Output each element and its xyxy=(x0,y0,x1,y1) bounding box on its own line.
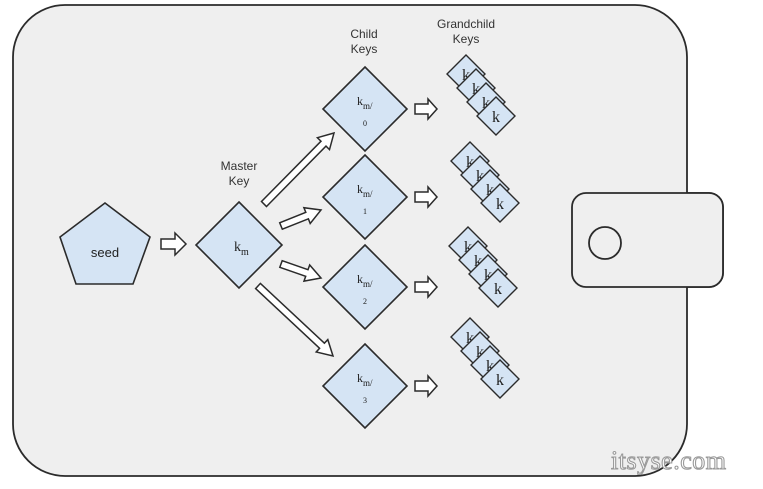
grandchild-arrow-0 xyxy=(414,97,439,121)
grandchild-arrow-2 xyxy=(414,275,439,299)
child-keys-heading-line1: Child xyxy=(350,27,377,41)
child-key-label-0: km/ xyxy=(357,94,373,111)
grandchild-key-1-3: k xyxy=(480,183,520,223)
grandchild-key-label: k xyxy=(464,239,472,256)
branch-arrow-1 xyxy=(278,206,323,231)
grandchild-key-3-3: k xyxy=(480,359,520,399)
grandchild-key-label: k xyxy=(486,182,494,199)
branch-arrows xyxy=(254,131,336,358)
child-key-index-2: 2 xyxy=(363,297,367,306)
grandchild-key-label: k xyxy=(496,196,504,213)
branch-arrow-3 xyxy=(254,282,335,358)
child-to-grandchild-arrows xyxy=(414,97,439,398)
master-key-label: km xyxy=(234,240,249,258)
master-key-heading-line1: Master xyxy=(221,159,258,173)
child-key-label-3: km/ xyxy=(357,371,373,388)
child-keys: km/0km/1km/2km/3 xyxy=(321,65,409,430)
grandchild-key-2-3: k xyxy=(478,268,518,308)
grandchild-key-label: k xyxy=(466,330,474,347)
child-key-index-1: 1 xyxy=(363,207,367,216)
grandchild-key-label: k xyxy=(476,344,484,361)
child-key-index-0: 0 xyxy=(363,119,367,128)
grandchild-key-label: k xyxy=(484,267,492,284)
child-key-1: km/1 xyxy=(321,153,409,241)
grandchild-keys-heading-line1: Grandchild xyxy=(437,17,495,31)
grandchild-keys-heading: Grandchild Keys xyxy=(437,17,495,46)
branch-arrow-0 xyxy=(260,131,336,208)
master-key-heading-line2: Key xyxy=(229,174,250,188)
grandchild-key-label: k xyxy=(466,154,474,171)
grandchild-key-label: k xyxy=(482,95,490,112)
branch-arrow-2 xyxy=(278,259,323,283)
wallet-clasp-front xyxy=(571,192,724,288)
master-key-heading: Master Key xyxy=(221,159,258,188)
child-key-0: km/0 xyxy=(321,65,409,153)
grandchild-arrow-1 xyxy=(414,185,439,209)
arrow-seed-to-master xyxy=(160,231,188,257)
grandchild-key-label: k xyxy=(492,109,500,126)
child-key-label-1: km/ xyxy=(357,182,373,199)
grandchild-key-0-3: k xyxy=(476,96,516,136)
seed-label: seed xyxy=(91,245,119,260)
child-key-2: km/2 xyxy=(321,243,409,331)
child-keys-heading-line2: Keys xyxy=(351,42,378,56)
master-key-node: km xyxy=(194,200,284,290)
child-key-label-2: km/ xyxy=(357,272,373,289)
grandchild-key-label: k xyxy=(462,67,470,84)
child-key-3: km/3 xyxy=(321,342,409,430)
grandchild-key-label: k xyxy=(494,281,502,298)
child-key-index-3: 3 xyxy=(363,396,367,405)
grandchild-key-label: k xyxy=(474,253,482,270)
grandchild-arrow-3 xyxy=(414,374,439,398)
grandchild-key-label: k xyxy=(486,358,494,375)
grandchild-key-label: k xyxy=(472,81,480,98)
watermark-text: itsyse.com xyxy=(611,446,727,475)
seed-node: seed xyxy=(59,201,151,285)
grandchild-keys-heading-line2: Keys xyxy=(453,32,480,46)
grandchild-key-label: k xyxy=(496,372,504,389)
grandchild-key-label: k xyxy=(476,168,484,185)
child-keys-heading: Child Keys xyxy=(350,27,377,56)
